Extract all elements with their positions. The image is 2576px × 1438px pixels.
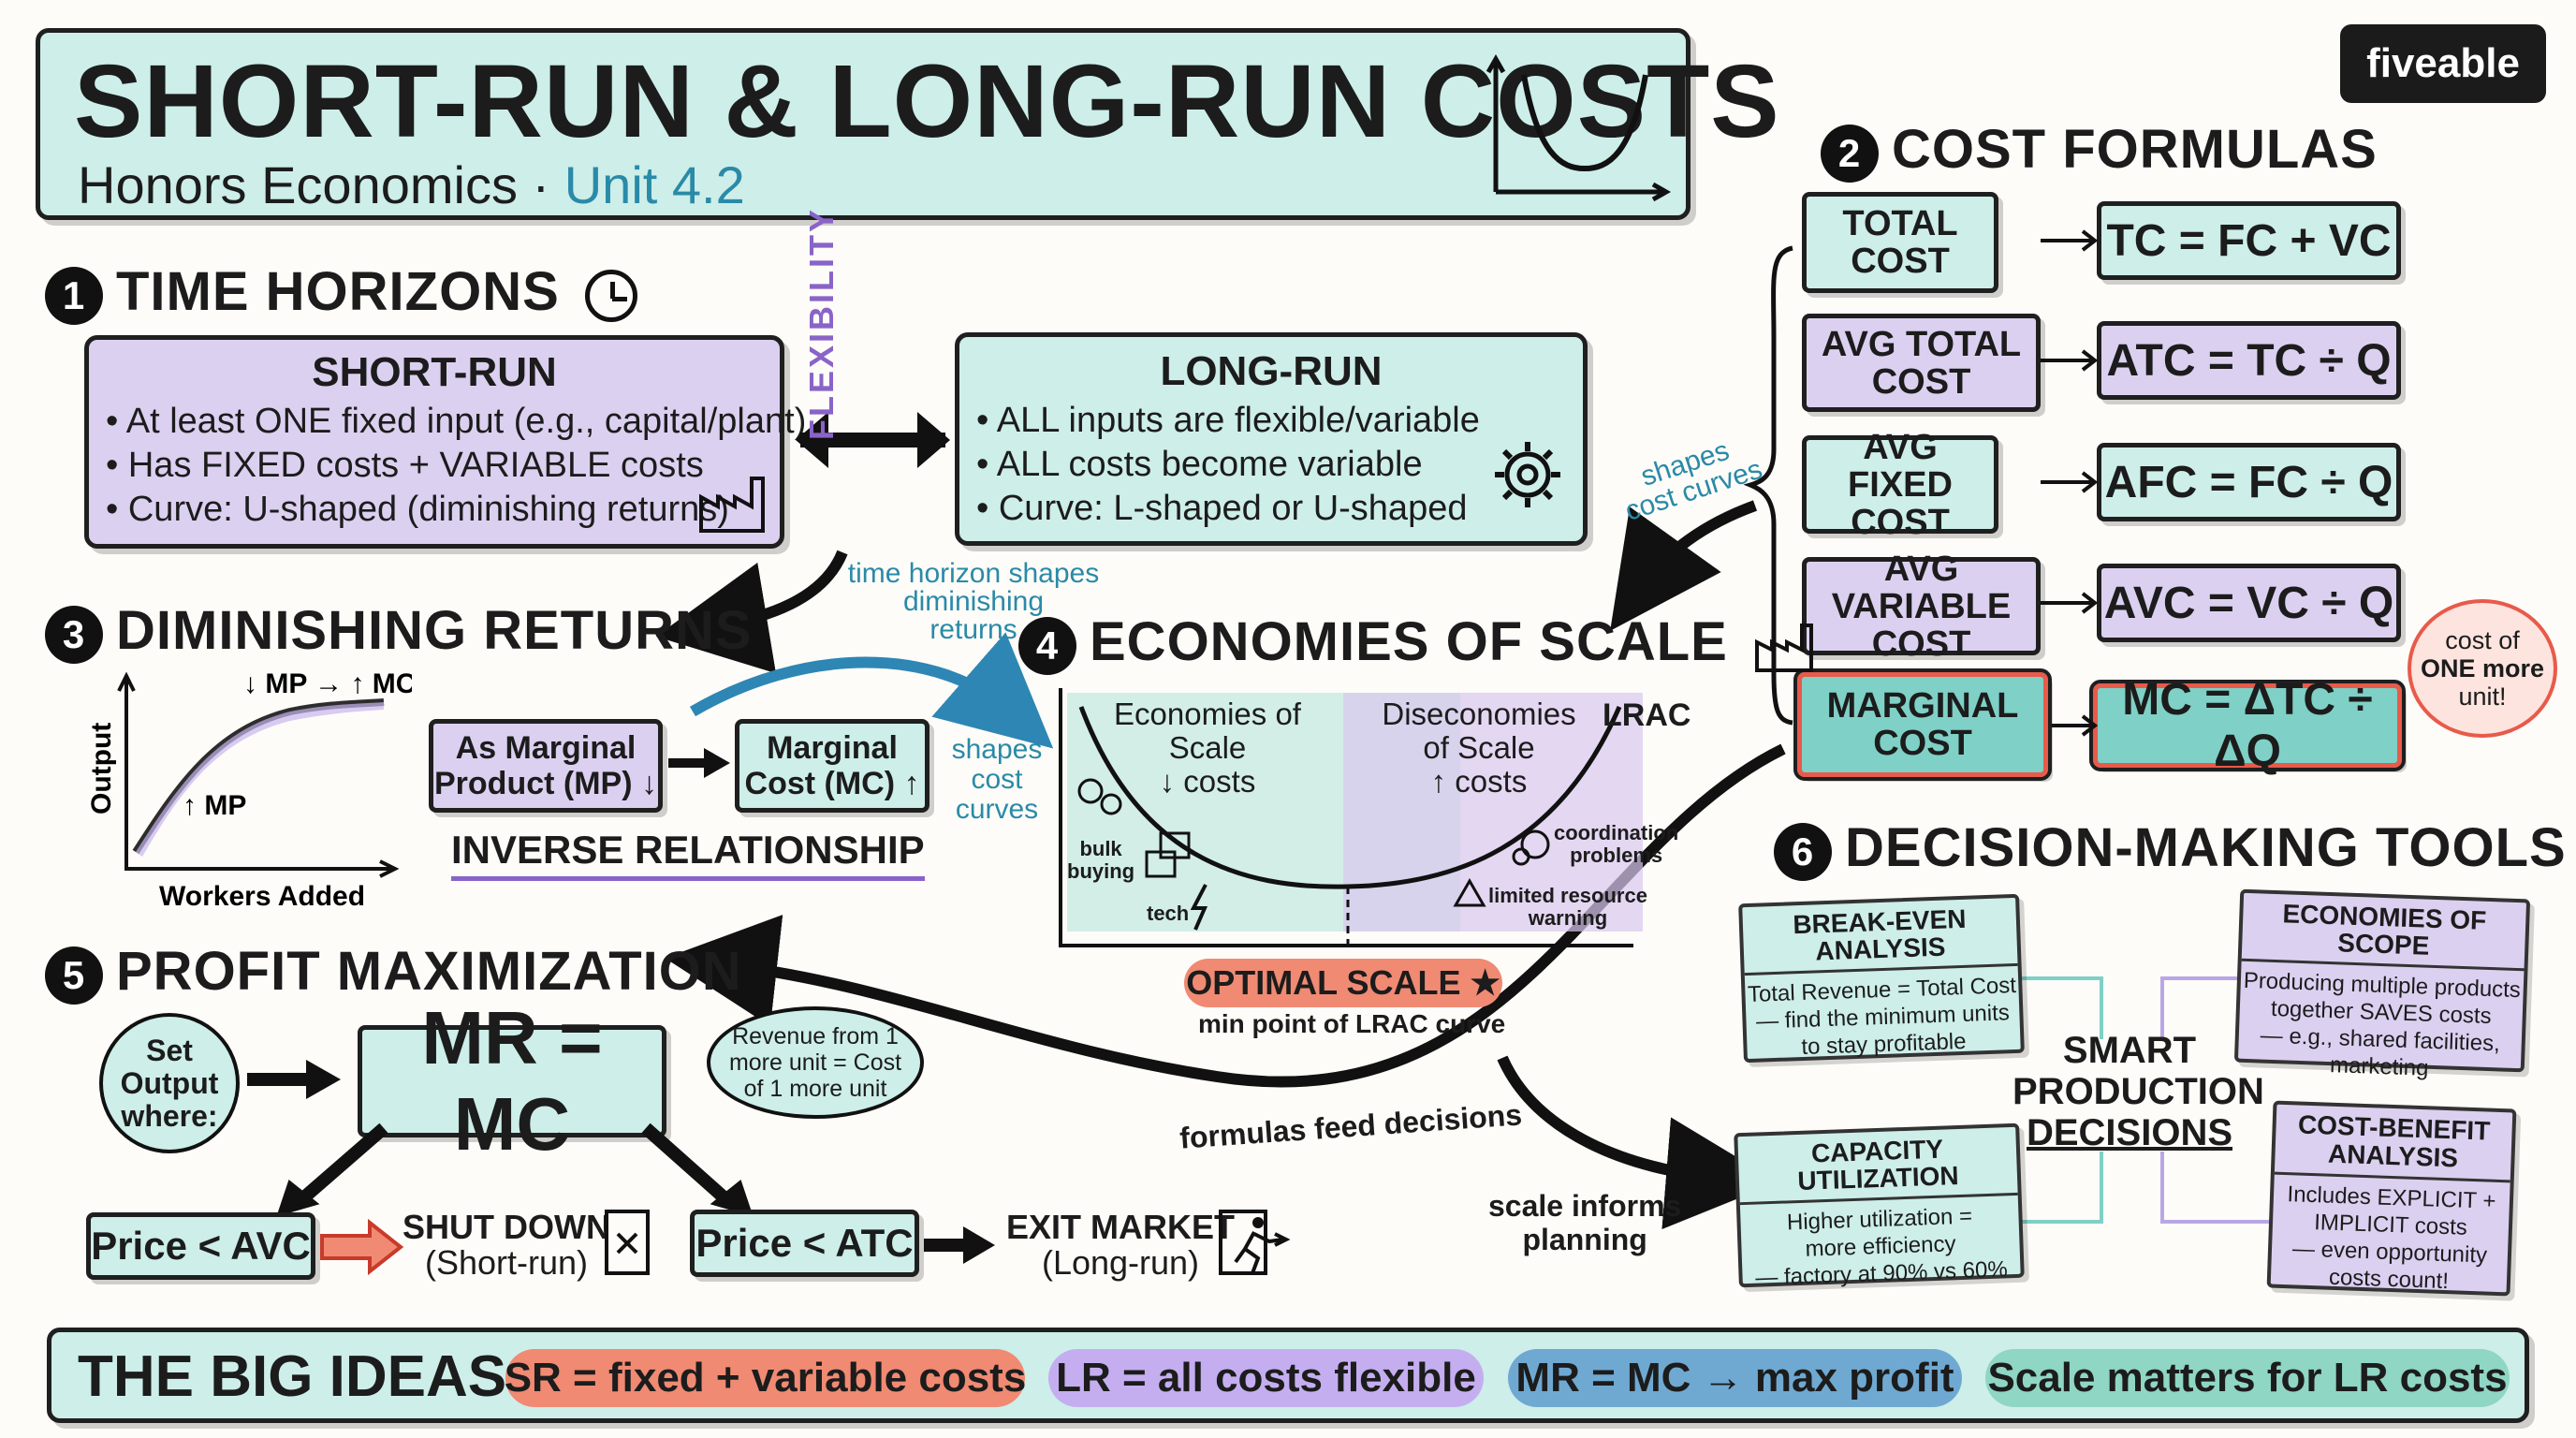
exit-market-label: EXIT MARKET (Long-run)	[1006, 1208, 1236, 1282]
set-output-circle: Set Output where:	[99, 1013, 240, 1153]
subtitle-course: Honors Economics ·	[78, 155, 550, 214]
big-idea-pill: LR = all costs flexible	[1048, 1349, 1484, 1407]
connector-arrow	[689, 632, 1054, 749]
flexibility-arrow	[796, 412, 950, 468]
subtitle-unit: Unit 4.2	[564, 155, 745, 214]
connector-arrow	[655, 550, 848, 674]
optimal-scale-pill: OPTIMAL SCALE ★	[1184, 959, 1502, 1007]
big-idea-pill: MR = MC → max profit	[1508, 1349, 1962, 1407]
short-run-bullet: • Has FIXED costs + VARIABLE costs	[106, 446, 704, 485]
short-run-bullet: • At least ONE fixed input (e.g., capita…	[106, 402, 807, 441]
time-horizon-link-label: time horizon shapes diminishing returns	[847, 558, 1100, 645]
short-run-title: SHORT-RUN	[312, 349, 557, 395]
page-subtitle: Honors Economics · Unit 4.2	[78, 154, 745, 215]
diminishing-returns-graph: Output Workers Added ↓ MP → ↑ MC ↑ MP	[86, 668, 412, 912]
shapes-cost-curves-label-2: shapes cost curves	[951, 734, 1043, 825]
clock-icon	[584, 269, 637, 322]
scale-informs-planning-label: scale informs planning	[1488, 1189, 1682, 1256]
optimal-scale-note: min point of LRAC curve	[1198, 1009, 1506, 1038]
big-ideas-banner: THE BIG IDEAS SR = fixed + variable cost…	[47, 1328, 2529, 1423]
economies-of-scope-card: ECONOMIES OF SCOPE Producing multiple pr…	[2233, 888, 2531, 1081]
set-output-arrow	[247, 1060, 341, 1099]
tech-note: tech	[1147, 902, 1190, 925]
cost-benefit-card: COST-BENEFIT ANALYSIS Includes EXPLICIT …	[2266, 1100, 2517, 1297]
u-curve-icon	[1486, 53, 1672, 202]
big-idea-pill: Scale matters for LR costs	[1985, 1349, 2510, 1407]
long-run-bullet: • Curve: L-shaped or U-shaped	[976, 489, 1468, 528]
profit-branch-arrows	[276, 1123, 754, 1217]
brand-name: fiveable	[2366, 40, 2520, 86]
long-run-bullet: • ALL inputs are flexible/variable	[976, 401, 1480, 440]
exit-arrow	[924, 1226, 995, 1264]
lrac-graph	[1059, 688, 1643, 947]
long-run-bullet: • ALL costs become variable	[976, 445, 1423, 484]
big-ideas-title: THE BIG IDEAS	[78, 1344, 507, 1409]
factory-icon	[1754, 623, 1813, 672]
connector-arrow	[1610, 500, 1758, 631]
inverse-relationship-label: INVERSE RELATIONSHIP	[451, 828, 925, 881]
price-less-than-atc-box: Price < ATC	[690, 1210, 919, 1277]
mp-to-mc-arrow	[668, 748, 730, 778]
header-banner: SHORT-RUN & LONG-RUN COSTS Honors Econom…	[36, 28, 1779, 220]
short-run-box: SHORT-RUN • At least ONE fixed input (e.…	[84, 335, 806, 549]
mr-mc-bubble: Revenue from 1 more unit = Cost of 1 mor…	[707, 1006, 924, 1119]
low-curve-label: ↑ MP	[183, 790, 246, 821]
big-idea-pill: SR = fixed + variable costs	[505, 1349, 1026, 1407]
shutdown-arrow	[320, 1218, 404, 1276]
diseconomies-of-scale-label: Diseconomies of Scale ↑ costs	[1382, 697, 1576, 799]
exit-sign-icon	[1219, 1210, 1291, 1275]
smart-production-decisions-label: SMART PRODUCTION DECISIONS	[2012, 1030, 2264, 1153]
formula-marginal-cost: MC = ΔTC ÷ ΔQ	[2089, 675, 2406, 776]
top-curve-label: ↓ MP → ↑ MC	[243, 668, 412, 699]
economies-of-scale-label: Economies of Scale ↓ costs	[1114, 697, 1301, 799]
long-run-title: LONG-RUN	[1160, 348, 1383, 394]
formula-avg-variable-cost: AVC = VC ÷ Q	[2097, 564, 2401, 642]
shutdown-label: SHUT DOWN (Short-run)	[402, 1208, 610, 1282]
short-run-bullet: • Curve: U-shaped (diminishing returns)	[106, 490, 729, 529]
brand-logo[interactable]: fiveable	[2340, 24, 2546, 103]
x-axis-label: Workers Added	[159, 881, 365, 912]
bracket	[1743, 245, 1793, 726]
y-axis-label: Output	[86, 723, 117, 814]
formula-total-cost: TC = FC + VC	[2097, 201, 2401, 280]
gear-icon	[1495, 442, 1560, 507]
long-run-box: LONG-RUN • ALL inputs are flexible/varia…	[955, 332, 1588, 546]
flexibility-label: FLEXIBILITY	[802, 207, 841, 440]
mc-note-bubble: cost of ONE more unit!	[2408, 599, 2557, 738]
factory-icon	[699, 477, 765, 533]
formula-arrows	[2041, 229, 2099, 737]
connector-arrow	[1497, 1055, 1778, 1230]
formula-avg-fixed-cost: AFC = FC ÷ Q	[2097, 443, 2401, 521]
break-even-card: BREAK-EVEN ANALYSIS Total Revenue = Tota…	[1738, 893, 2025, 1064]
formula-avg-total-cost: ATC = TC ÷ Q	[2097, 321, 2401, 400]
closed-door-icon	[605, 1210, 650, 1275]
lrac-label: LRAC	[1603, 697, 1691, 733]
capacity-utilization-card: CAPACITY UTILIZATION Higher utilization …	[1734, 1123, 2025, 1291]
price-less-than-avc-box: Price < AVC	[86, 1212, 315, 1280]
